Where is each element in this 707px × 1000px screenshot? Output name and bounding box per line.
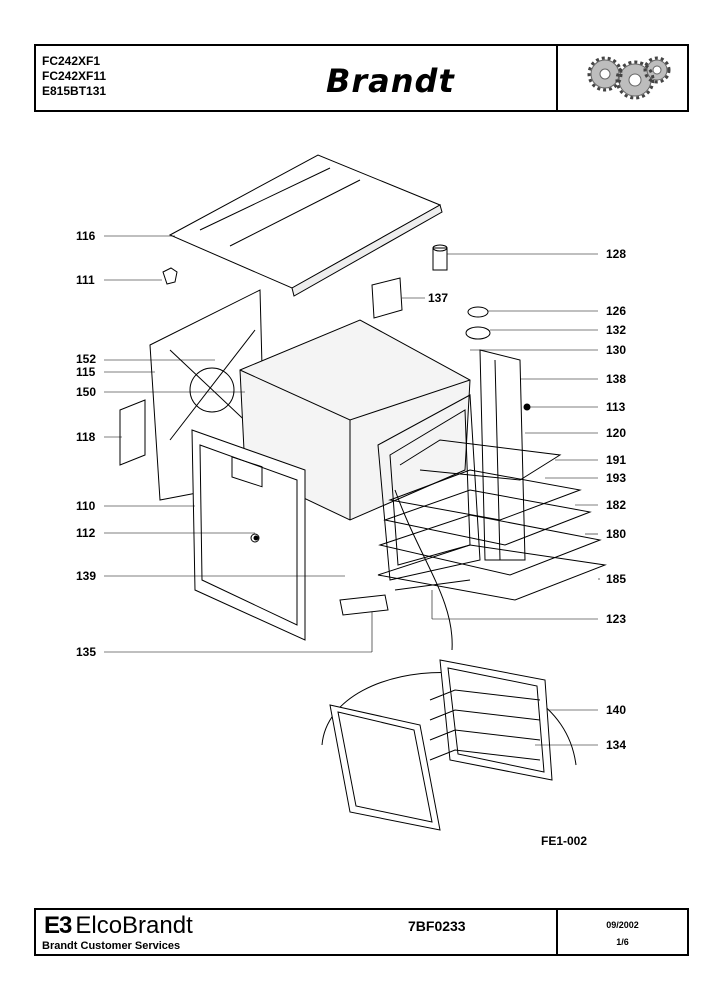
header-frame: FC242XF1 FC242XF11 E815BT131 Brandt bbox=[34, 44, 689, 112]
callout-label: 126 bbox=[606, 304, 627, 318]
elcobrandt-logo-icon: E3 bbox=[44, 912, 72, 939]
model-code: FC242XF11 bbox=[42, 69, 107, 83]
callout-label: 113 bbox=[606, 400, 626, 414]
document-date: 09/2002 bbox=[606, 920, 639, 930]
callout-label: 185 bbox=[606, 572, 627, 586]
callout-label: 135 bbox=[76, 645, 97, 659]
gears-icon bbox=[561, 50, 683, 106]
callout-label: 116 bbox=[76, 229, 96, 243]
callout-label: 138 bbox=[606, 372, 627, 386]
header-divider bbox=[556, 46, 558, 110]
callout-label: 134 bbox=[606, 738, 627, 752]
callout-label: 152 bbox=[76, 352, 97, 366]
callout-label: 180 bbox=[606, 527, 627, 541]
model-code: E815BT131 bbox=[42, 84, 107, 98]
document-reference: 7BF0233 bbox=[408, 918, 466, 934]
callout-label: 139 bbox=[76, 569, 97, 583]
callout-label: 191 bbox=[606, 453, 627, 467]
footer-divider bbox=[556, 910, 558, 954]
callout-label: 193 bbox=[606, 471, 627, 485]
callout-label: 110 bbox=[76, 499, 96, 513]
callout-label: 182 bbox=[606, 498, 627, 512]
figure-code: FE1-002 bbox=[541, 834, 588, 848]
callout-label: 111 bbox=[76, 273, 95, 287]
callout-label: 112 bbox=[76, 526, 96, 540]
company-name: ElcoBrandt bbox=[75, 912, 193, 939]
callout-label: 120 bbox=[606, 426, 627, 440]
callout-label: 123 bbox=[606, 612, 627, 626]
callout-label: 115 bbox=[76, 365, 96, 379]
callout-label: 140 bbox=[606, 703, 627, 717]
callout-label: 130 bbox=[606, 343, 627, 357]
model-code: FC242XF1 bbox=[42, 54, 101, 68]
model-list: FC242XF1 FC242XF11 E815BT131 bbox=[42, 54, 106, 99]
callout-label: 128 bbox=[606, 247, 627, 261]
callout-label: 118 bbox=[76, 430, 96, 444]
brand-logo: Brandt bbox=[326, 62, 455, 100]
callout-label: 132 bbox=[606, 323, 627, 337]
customer-services: Brandt Customer Services bbox=[42, 940, 181, 952]
page-number: 1/6 bbox=[616, 937, 629, 947]
callout-label: 150 bbox=[76, 385, 97, 399]
callout-label: 137 bbox=[428, 291, 449, 305]
